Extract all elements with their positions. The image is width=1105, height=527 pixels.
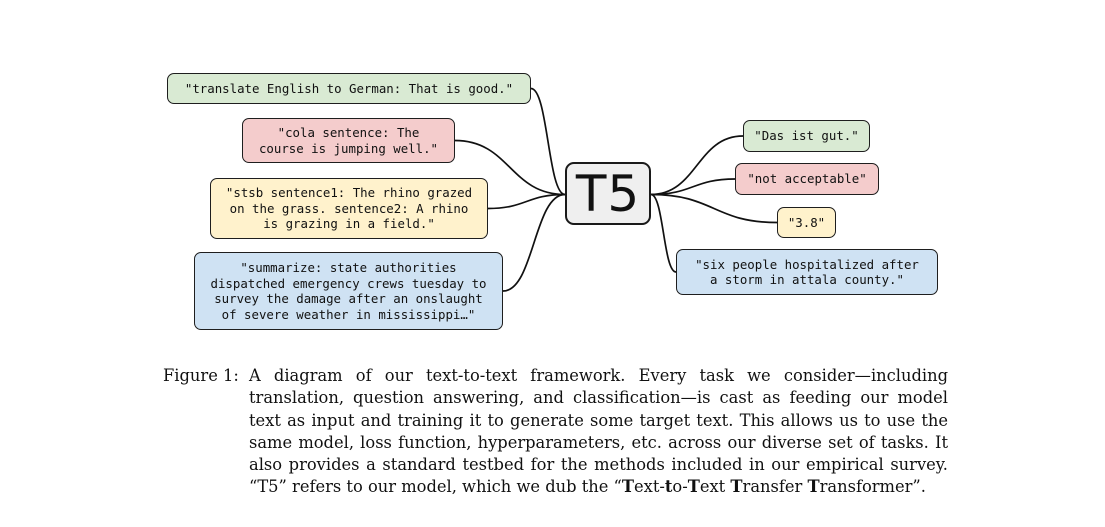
input-text-cola: "cola sentence: The course is jumping we… xyxy=(258,125,439,156)
output-text-summarize: "six people hospitalized after a storm i… xyxy=(695,256,919,288)
t5-label: T5 xyxy=(575,164,641,223)
input-text-stsb: "stsb sentence1: The rhino grazed on the… xyxy=(225,185,473,232)
connector-out-summarize xyxy=(650,193,677,273)
caption-label: Figure 1: xyxy=(163,366,239,385)
connector-in-stsb xyxy=(487,193,566,210)
caption-text: A diagram of our text-to-text framework.… xyxy=(249,366,948,497)
input-box-stsb: "stsb sentence1: The rhino grazed on the… xyxy=(210,178,488,239)
output-text-stsb: "3.8" xyxy=(787,214,826,230)
connector-in-summarize xyxy=(502,193,566,292)
output-box-stsb: "3.8" xyxy=(777,207,836,238)
connector-out-translate xyxy=(650,135,744,196)
figure-caption: Figure 1: A diagram of our text-to-text … xyxy=(163,365,948,499)
input-text-summarize: "summarize: state authorities dispatched… xyxy=(210,260,487,322)
t5-model-node: T5 xyxy=(565,162,651,225)
input-text-translate: "translate English to German: That is go… xyxy=(184,80,514,96)
connector-out-stsb xyxy=(650,193,778,224)
output-box-summarize: "six people hospitalized after a storm i… xyxy=(676,249,938,295)
connector-lines xyxy=(454,87,778,292)
input-box-summarize: "summarize: state authorities dispatched… xyxy=(194,252,503,330)
output-text-cola: "not acceptable" xyxy=(747,171,867,187)
input-box-cola: "cola sentence: The course is jumping we… xyxy=(242,118,455,163)
input-box-translate: "translate English to German: That is go… xyxy=(167,73,531,104)
connector-in-translate xyxy=(530,87,566,196)
output-box-cola: "not acceptable" xyxy=(735,163,879,195)
output-text-translate: "Das ist gut." xyxy=(754,128,859,144)
connector-in-cola xyxy=(454,139,566,196)
output-box-translate: "Das ist gut." xyxy=(743,120,870,152)
